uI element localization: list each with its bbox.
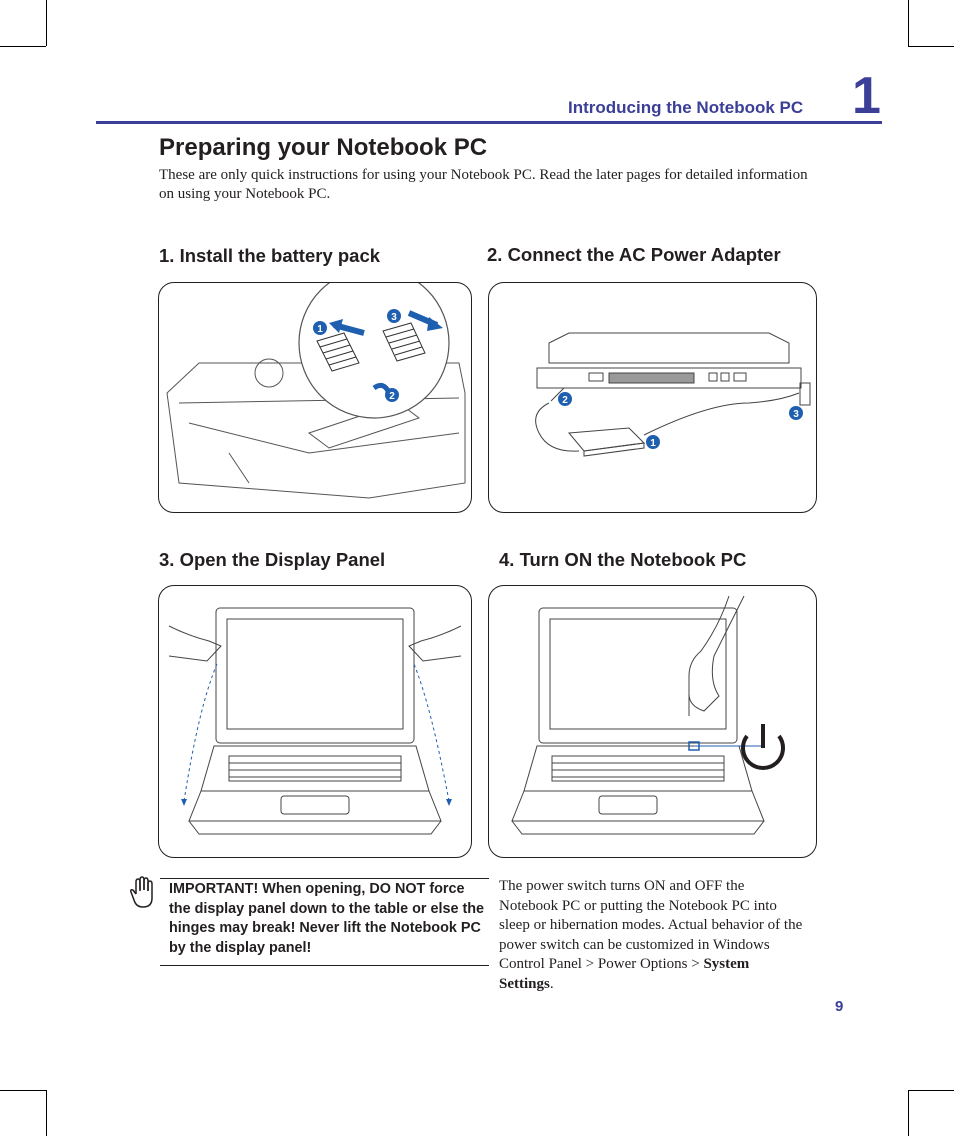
svg-text:2: 2 xyxy=(389,391,395,402)
page-number: 9 xyxy=(835,998,844,1015)
svg-text:1: 1 xyxy=(317,324,323,335)
chapter-number: 1 xyxy=(852,67,881,125)
open-display-illustration xyxy=(168,607,462,835)
ac-adapter-illustration: 2 3 1 xyxy=(535,332,811,457)
power-switch-note: The power switch turns ON and OFF the No… xyxy=(499,877,804,994)
crop-mark xyxy=(908,1090,954,1091)
callout-2-icon: 2 xyxy=(385,388,399,402)
crop-mark xyxy=(908,46,954,47)
power-note-lead: The power switch turns ON and OFF the No… xyxy=(499,878,803,972)
svg-text:2: 2 xyxy=(562,395,568,406)
path-separator: > xyxy=(581,956,598,972)
header-rule xyxy=(96,121,882,124)
callout-1-icon: 1 xyxy=(646,435,660,449)
crop-mark xyxy=(908,0,909,46)
step-4-heading: 4. Turn ON the Notebook PC xyxy=(499,549,747,570)
sentence-end: . xyxy=(549,975,554,992)
path-separator: > xyxy=(687,956,704,972)
svg-text:1: 1 xyxy=(650,438,656,449)
power-on-illustration xyxy=(511,595,785,835)
battery-illustration: 1 3 2 xyxy=(166,283,466,499)
section-title: Introducing the Notebook PC xyxy=(568,98,804,117)
power-icon xyxy=(741,724,785,770)
power-options-path: Power Options xyxy=(597,956,688,972)
crop-mark xyxy=(46,1090,47,1136)
hand-icon xyxy=(130,876,153,908)
svg-text:3: 3 xyxy=(793,409,799,420)
callout-3-icon: 3 xyxy=(387,309,401,323)
callout-2-icon: 2 xyxy=(558,392,572,406)
system-settings-path: System Settings xyxy=(499,956,750,992)
crop-mark xyxy=(908,1090,909,1136)
callout-3-icon: 3 xyxy=(789,406,803,420)
power-on-illustration-panel xyxy=(488,585,817,858)
intro-paragraph: These are only quick instructions for us… xyxy=(159,167,808,202)
step-1-heading: 1. Install the battery pack xyxy=(159,245,381,266)
step-2-heading: 2. Connect the AC Power Adapter xyxy=(487,244,781,265)
svg-text:3: 3 xyxy=(391,312,397,323)
important-note-box xyxy=(160,878,489,966)
step-3-heading: 3. Open the Display Panel xyxy=(159,549,386,570)
ac-adapter-illustration-panel: 2 3 1 xyxy=(488,282,817,513)
open-display-illustration-panel xyxy=(158,585,472,858)
crop-mark xyxy=(0,1090,46,1091)
important-note: IMPORTANT! When opening, DO NOT force th… xyxy=(169,881,485,956)
crop-mark xyxy=(0,46,46,47)
battery-illustration-panel: 1 3 2 xyxy=(158,282,472,513)
callout-1-icon: 1 xyxy=(313,321,327,335)
page-title: Preparing your Notebook PC xyxy=(159,134,488,161)
crop-mark xyxy=(46,0,47,46)
